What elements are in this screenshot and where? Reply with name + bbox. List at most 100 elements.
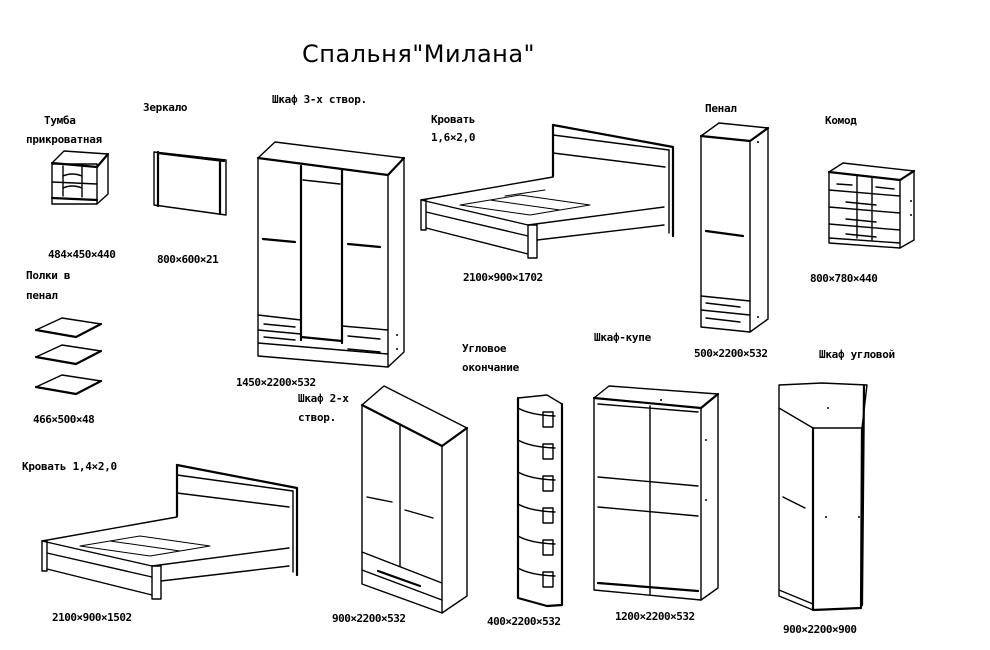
mirror-edge (156, 151, 226, 163)
penal-drawer-line (700, 295, 751, 302)
drawing-komod (827, 162, 916, 249)
drawing-kupe (592, 385, 720, 601)
bed16-leg (420, 199, 427, 231)
shelf (35, 317, 102, 338)
kupe-bottom-rail (596, 581, 700, 593)
bed16-side (536, 224, 665, 241)
item-label-uglovoe-line1: Угловое (462, 342, 507, 355)
item-dimensions-uglovoe: 400×2200×532 (487, 615, 561, 628)
kupe-top-edge (592, 392, 720, 410)
shkaf3-top (257, 141, 405, 176)
shelf (35, 374, 102, 395)
bed14-headboard-inner (176, 474, 294, 492)
bed16-slat (489, 199, 561, 211)
uglovoe-niche (542, 507, 554, 524)
item-label-uglovoe-line2: окончание (462, 361, 519, 374)
bed14-slat (109, 540, 181, 552)
item-dimensions-komod: 800×780×440 (810, 272, 878, 285)
shkaf2-top (361, 385, 468, 447)
shkaf3-top-edge (256, 156, 406, 177)
item-label-shkaf-2-line2: створ. (298, 411, 336, 424)
shkaf2-drawer-line (361, 551, 443, 584)
bed16-slats (459, 194, 591, 216)
penal-side (749, 127, 769, 333)
uglovoe-niche (542, 475, 554, 492)
bed16-side (425, 211, 529, 237)
shkaf3-drawer-line (257, 314, 302, 321)
drawing-krovat-16 (420, 123, 675, 259)
item-label-uglovoy: Шкаф угловой (819, 348, 895, 361)
komod-handle (845, 201, 877, 206)
komod-side (899, 170, 915, 249)
tumba-plinth (50, 196, 99, 202)
tumba-side (96, 154, 109, 205)
uglovoe-outline (516, 396, 564, 608)
item-label-tumba-line1: Тумба (44, 114, 76, 127)
shkaf2-side (441, 427, 468, 614)
item-label-komod: Комод (825, 114, 857, 127)
drawing-krovat-14 (41, 463, 299, 600)
bed14-side (160, 565, 290, 582)
shkaf2-top-edge (360, 403, 469, 448)
uglovoy-left-panel (778, 407, 814, 611)
drawing-polki (34, 317, 103, 396)
bed16-side (425, 227, 529, 255)
shkaf2-drawer-handle (376, 569, 422, 588)
shkaf3-drawer-line (257, 342, 389, 355)
tumba-top-edge (50, 152, 110, 169)
item-dimensions-shkaf-3: 1450×2200×532 (236, 376, 316, 389)
uglovoe-shelves (517, 407, 556, 577)
item-label-krovat-16-line1: Кровать (431, 113, 476, 126)
uglovoy-right-edge (860, 384, 866, 607)
bed16-headboard-line (552, 152, 666, 168)
drawing-uglovoy (778, 382, 868, 612)
drawing-shkaf-3 (256, 141, 406, 368)
drawing-shkaf-2 (360, 385, 469, 614)
shkaf3-drawer-handle (263, 323, 296, 328)
item-dimensions-uglovoy: 900×2200×900 (783, 623, 857, 636)
item-label-polki-line1: Полки в (26, 269, 71, 282)
item-label-shkaf-3: Шкаф 3-х створ. (272, 93, 367, 106)
shkaf2-handle (366, 496, 393, 503)
komod-drawer-line (828, 189, 901, 197)
shelf-edge (34, 322, 103, 339)
page-title: Спальня"Милана" (302, 40, 536, 68)
komod-handle (875, 186, 895, 190)
penal-drawer-handle (705, 317, 741, 323)
bed14-side (46, 552, 153, 578)
bed16-slat (504, 189, 546, 197)
bed14-headboard-line (176, 492, 290, 508)
bed14-slats (79, 535, 211, 557)
item-dimensions-shkaf-2: 900×2200×532 (332, 612, 406, 625)
shelf-edge (34, 379, 103, 396)
drawing-zerkalo (153, 150, 227, 216)
uglovoy-plinth (778, 589, 814, 605)
penal-drawer-handle (705, 302, 741, 308)
kupe-side (700, 393, 719, 601)
bed14-side (46, 568, 153, 596)
shelf-edge (34, 349, 103, 366)
komod-handle (845, 218, 877, 223)
shkaf3-handle (346, 242, 382, 249)
shkaf3-front (257, 157, 389, 368)
item-dimensions-krovat-16: 2100×900×1702 (463, 271, 543, 284)
komod-drawer-line (828, 206, 901, 214)
item-label-tumba-line2: прикроватная (26, 133, 102, 146)
tumba-drawer-fronts (62, 173, 83, 189)
shkaf3-drawer-line (257, 329, 302, 335)
item-dimensions-tumba: 484×450×440 (48, 248, 116, 261)
item-dimensions-penal: 500×2200×532 (694, 347, 768, 360)
komod-handle (836, 183, 853, 186)
shkaf3-handle (261, 237, 297, 244)
uglovoe-niche (542, 571, 554, 588)
uglovoe-niche (542, 443, 554, 460)
mirror-frame (153, 151, 227, 216)
uglovoe-niche (542, 411, 554, 428)
shkaf3-side (387, 157, 405, 368)
penal-top-edge (699, 126, 770, 143)
item-dimensions-kupe: 1200×2200×532 (615, 610, 695, 623)
drawing-uglovoe (516, 394, 564, 608)
bed14-headboard-top (175, 463, 299, 577)
bed16-leg (527, 224, 538, 259)
